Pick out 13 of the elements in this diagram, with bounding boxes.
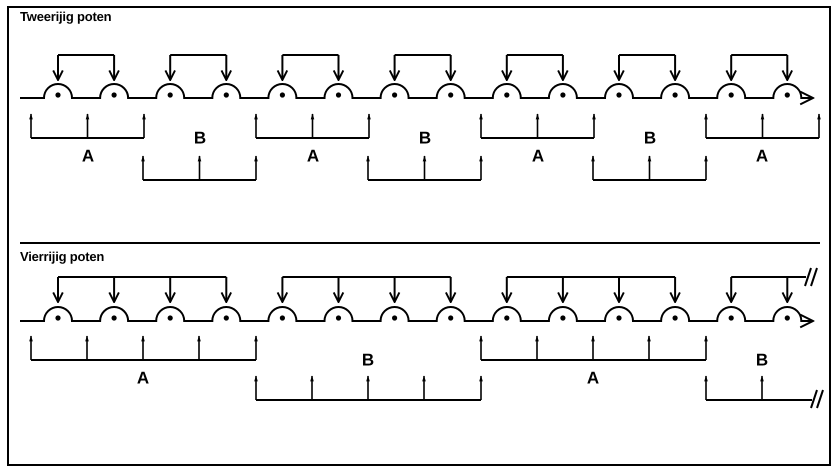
row-group-label: B: [756, 352, 768, 368]
row-group-label: B: [644, 130, 656, 146]
section-title: Vierrijig poten: [20, 250, 104, 263]
row-group-label: A: [586, 370, 600, 386]
row-group-label: A: [82, 148, 94, 164]
row-group-label: A: [532, 148, 544, 164]
row-group-label: B: [194, 130, 206, 146]
row-group-label: A: [756, 148, 768, 164]
section-title: Tweerijig poten: [20, 10, 112, 23]
row-group-label: B: [418, 130, 432, 146]
row-group-label: A: [306, 148, 320, 164]
row-group-label: A: [136, 370, 150, 386]
row-group-label: B: [362, 352, 374, 368]
